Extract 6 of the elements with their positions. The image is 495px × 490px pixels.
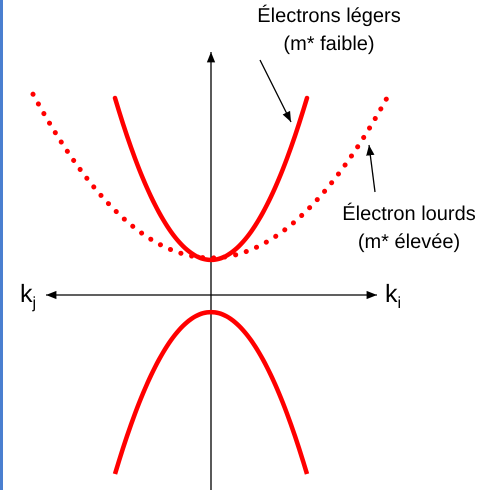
callout-text: Électron lourds (m* élevée) [333,200,485,256]
callout-text: Électrons légers (m* faible) [240,2,418,58]
leader-arrow [366,144,376,192]
leader-arrow [259,60,292,122]
axis-label: k$_{i}$ [385,280,402,313]
axis-label: k$_{j}$ [20,280,36,313]
